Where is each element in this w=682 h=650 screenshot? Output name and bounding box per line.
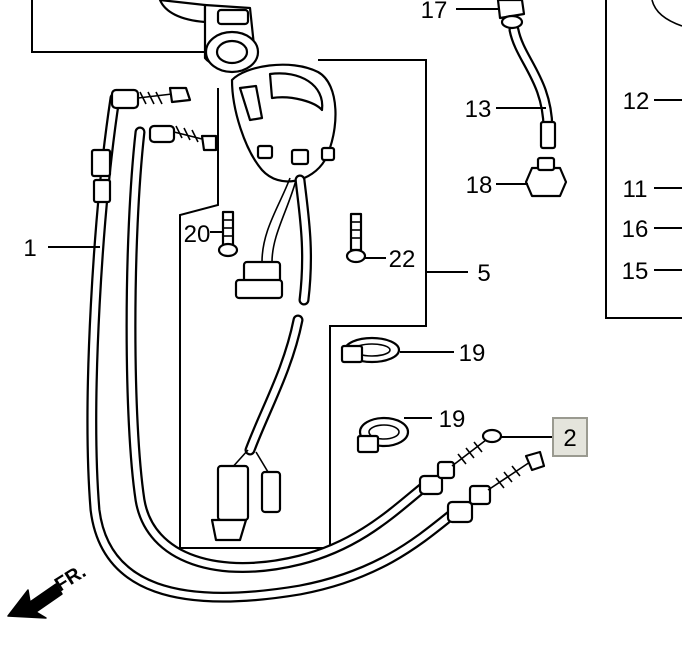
screw-22 — [345, 212, 367, 264]
cable-clip-lower — [356, 416, 410, 454]
front-direction-marker: FR. — [7, 561, 90, 619]
callout-19-lower[interactable]: 19 — [439, 406, 466, 433]
cable-end-lower-2 — [446, 450, 546, 524]
callout-18[interactable]: 18 — [466, 172, 493, 199]
callout-15[interactable]: 15 — [622, 258, 649, 285]
cable-end-upper-2 — [148, 124, 218, 152]
callout-11[interactable]: 11 — [623, 176, 648, 203]
callout-19-upper[interactable]: 19 — [459, 340, 486, 367]
cable-end-upper-1 — [110, 86, 192, 110]
right-assembly-edge-curve — [651, 0, 682, 27]
cable-clip-upper — [340, 336, 401, 364]
handlebar-grip — [158, 0, 260, 74]
switch-housing — [230, 63, 337, 183]
switch-wire-harness — [210, 174, 313, 542]
callout-2-box — [552, 417, 588, 457]
callout-20[interactable]: 20 — [184, 221, 211, 248]
screw-20 — [217, 210, 239, 258]
cable-end-lower-1 — [418, 428, 503, 496]
callout-5[interactable]: 5 — [477, 260, 490, 287]
part-18-nut — [524, 156, 568, 198]
leader-lines — [48, 8, 682, 438]
callout-22[interactable]: 22 — [389, 246, 416, 273]
handlebar-assembly-frame — [31, 0, 205, 53]
callout-12[interactable]: 12 — [623, 88, 650, 115]
callout-13[interactable]: 13 — [465, 96, 492, 123]
callout-2[interactable]: 2 — [563, 425, 576, 452]
callout-2-highlight[interactable]: 2 — [552, 417, 588, 457]
right-assembly-frame — [605, 0, 682, 319]
front-arrow-icon — [7, 583, 63, 619]
callout-1[interactable]: 1 — [23, 235, 36, 262]
callout-17[interactable]: 17 — [421, 0, 448, 24]
throttle-cable-outer — [86, 92, 461, 603]
callout-16[interactable]: 16 — [622, 216, 649, 243]
part-13-tube — [496, 0, 557, 150]
